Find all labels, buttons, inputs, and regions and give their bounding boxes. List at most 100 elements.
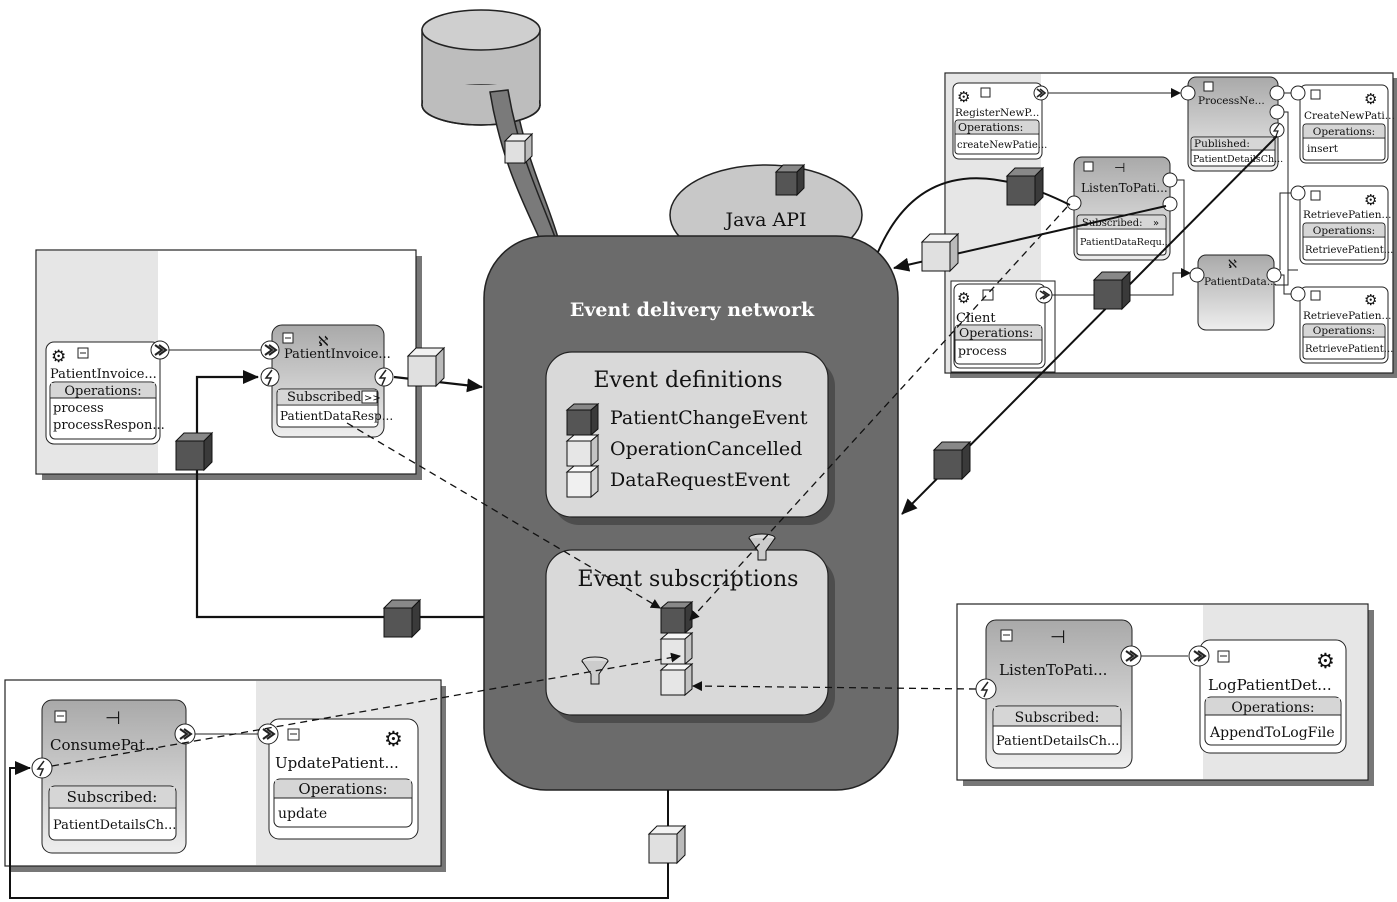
input-terminal-icon[interactable] xyxy=(1188,645,1210,667)
filter-icon xyxy=(748,533,776,561)
event-cube-light xyxy=(406,346,446,388)
register-new-patient-component[interactable]: ⚙ RegisterNewP... Operations: createNewP… xyxy=(952,82,1047,160)
component-name: RegisterNewP... xyxy=(955,107,1039,119)
listen-to-patient-process[interactable]: ⊣ ListenToPati... Subscribed: PatientDet… xyxy=(985,619,1133,769)
process-name: PatientInvoice... xyxy=(284,347,391,362)
database xyxy=(421,9,561,246)
component-name: Client xyxy=(956,311,996,326)
input-terminal-icon[interactable] xyxy=(1290,286,1306,302)
definition-label: PatientChangeEvent xyxy=(610,407,808,429)
subscription-cube-light xyxy=(659,662,694,697)
output-terminal-icon[interactable] xyxy=(150,340,170,360)
definition-label: OperationCancelled xyxy=(610,438,802,460)
subscribed-label: Subscribed: xyxy=(1015,710,1100,726)
event-cube-light xyxy=(647,824,687,865)
retrieve-patient-component[interactable]: ⚙ RetrievePatien... Operations: Retrieve… xyxy=(1299,185,1393,265)
gear-icon: ⚙ xyxy=(1364,90,1377,108)
event-cube-dark xyxy=(1005,166,1045,207)
output-terminal-icon[interactable] xyxy=(1266,267,1282,283)
tree-icon: ⊣ xyxy=(1050,627,1066,648)
input-terminal-icon[interactable] xyxy=(1290,85,1306,101)
patient-invoice-process[interactable]: ℵ PatientInvoice... Subscribed: >> Patie… xyxy=(271,324,393,438)
published-value: PatientDetailsCh... xyxy=(1193,154,1283,165)
event-cube-light xyxy=(920,232,960,273)
event-terminal-icon[interactable] xyxy=(31,757,53,779)
operation-item: update xyxy=(278,806,327,822)
input-terminal-icon[interactable] xyxy=(260,340,280,360)
retrieve-patient-component[interactable]: ⚙ RetrievePatien... Operations: Retrieve… xyxy=(1299,286,1393,364)
component-name: RetrievePatien... xyxy=(1303,209,1392,221)
operation-item: insert xyxy=(1307,143,1339,155)
subscribed-value: PatientDetailsCh... xyxy=(53,818,176,833)
tree-icon: ⊣ xyxy=(1114,161,1125,176)
process-name: ProcessNe... xyxy=(1198,95,1265,107)
component-name: RetrievePatien... xyxy=(1303,310,1392,322)
subscription-cube-dark xyxy=(659,600,694,635)
event-cube-light xyxy=(503,132,534,165)
bottom-left-module-box: ⊣ ConsumePat... Subscribed: PatientDetai… xyxy=(4,679,446,872)
operation-item: process xyxy=(958,343,1007,358)
event-terminal-icon[interactable] xyxy=(1162,196,1178,212)
patient-invoice-component[interactable]: ⚙ PatientInvoice... Operations: process … xyxy=(45,341,165,445)
gear-icon: ⚙ xyxy=(384,727,403,751)
process-name: ConsumePat... xyxy=(50,736,159,754)
subscribed-expand-button[interactable]: >> xyxy=(364,393,381,404)
event-terminal-icon[interactable] xyxy=(975,678,997,700)
operation-item: processRespon... xyxy=(53,418,165,433)
event-terminal-icon[interactable] xyxy=(1066,195,1082,211)
listen-to-patient-process[interactable]: ⊣ ListenToPati... Subscribed: » PatientD… xyxy=(1073,156,1171,261)
tree-icon: ⊣ xyxy=(105,708,121,729)
consume-patient-process[interactable]: ⊣ ConsumePat... Subscribed: PatientDetai… xyxy=(41,699,187,854)
event-cube-dark xyxy=(774,163,806,197)
subscribed-expand-button[interactable]: » xyxy=(1153,218,1159,229)
log-patient-details-component[interactable]: ⚙ LogPatientDet... Operations: AppendToL… xyxy=(1199,639,1347,754)
process-tree-icon: ℵ xyxy=(318,334,328,350)
operations-label: Operations: xyxy=(1313,126,1375,138)
operations-label: Operations: xyxy=(1231,700,1314,716)
network-title: Event delivery network xyxy=(570,299,815,321)
input-terminal-icon[interactable] xyxy=(1180,85,1196,101)
operation-item: AppendToLogFile xyxy=(1209,725,1335,741)
gear-icon: ⚙ xyxy=(1364,291,1377,309)
published-label: Published: xyxy=(1194,138,1250,150)
update-patient-component[interactable]: ⚙ UpdatePatient... Operations: update xyxy=(268,718,419,840)
event-cube-dark xyxy=(174,431,214,472)
gear-icon: ⚙ xyxy=(1364,191,1377,209)
output-terminal-icon[interactable] xyxy=(1033,85,1049,101)
input-terminal-icon[interactable] xyxy=(1189,267,1205,283)
operation-item: process xyxy=(53,401,104,416)
input-terminal-icon[interactable] xyxy=(1290,185,1306,201)
subscribed-value: PatientDetailsCh... xyxy=(996,734,1119,749)
gear-icon: ⚙ xyxy=(957,88,970,106)
patient-data-process[interactable]: ℵ PatientData... xyxy=(1197,254,1277,331)
subscribed-value: PatientDataRequ... xyxy=(1080,237,1171,248)
process-name: PatientData... xyxy=(1204,276,1277,288)
operations-label: Operations: xyxy=(64,384,141,399)
operation-item: createNewPatie... xyxy=(957,140,1047,151)
event-terminal-icon[interactable] xyxy=(260,367,280,387)
component-name: PatientInvoice... xyxy=(50,367,157,382)
subscriptions-title: Event subscriptions xyxy=(578,567,799,592)
event-cube-dark xyxy=(382,598,422,639)
component-name: LogPatientDet... xyxy=(1208,676,1332,694)
operations-label: Operations: xyxy=(1313,325,1375,337)
operations-label: Operations: xyxy=(298,780,387,798)
output-terminal-icon[interactable] xyxy=(1269,85,1285,101)
gear-icon: ⚙ xyxy=(957,289,970,307)
subscription-cube-light xyxy=(659,631,694,666)
process-new-patient-process[interactable]: ProcessNe... Published: PatientDetailsCh… xyxy=(1187,76,1283,172)
output-terminal-icon[interactable] xyxy=(174,723,196,745)
output-terminal-icon[interactable] xyxy=(1269,104,1285,120)
gear-icon: ⚙ xyxy=(51,347,66,367)
output-terminal-icon[interactable] xyxy=(1120,645,1142,667)
subscribed-label: Subscribed: xyxy=(287,390,366,405)
input-terminal-icon[interactable] xyxy=(257,723,279,745)
java-api-label: Java API xyxy=(723,209,806,231)
event-terminal-icon[interactable] xyxy=(374,367,394,387)
tree-icon: ℵ xyxy=(1228,257,1237,271)
output-terminal-icon[interactable] xyxy=(1162,172,1178,188)
subscribed-label: Subscribed: xyxy=(67,788,158,806)
bottom-right-module-box: ⊣ ListenToPati... Subscribed: PatientDet… xyxy=(956,603,1374,786)
create-new-patient-component[interactable]: ⚙ CreateNewPati... Operations: insert xyxy=(1299,84,1395,164)
event-definitions-panel xyxy=(545,351,829,518)
